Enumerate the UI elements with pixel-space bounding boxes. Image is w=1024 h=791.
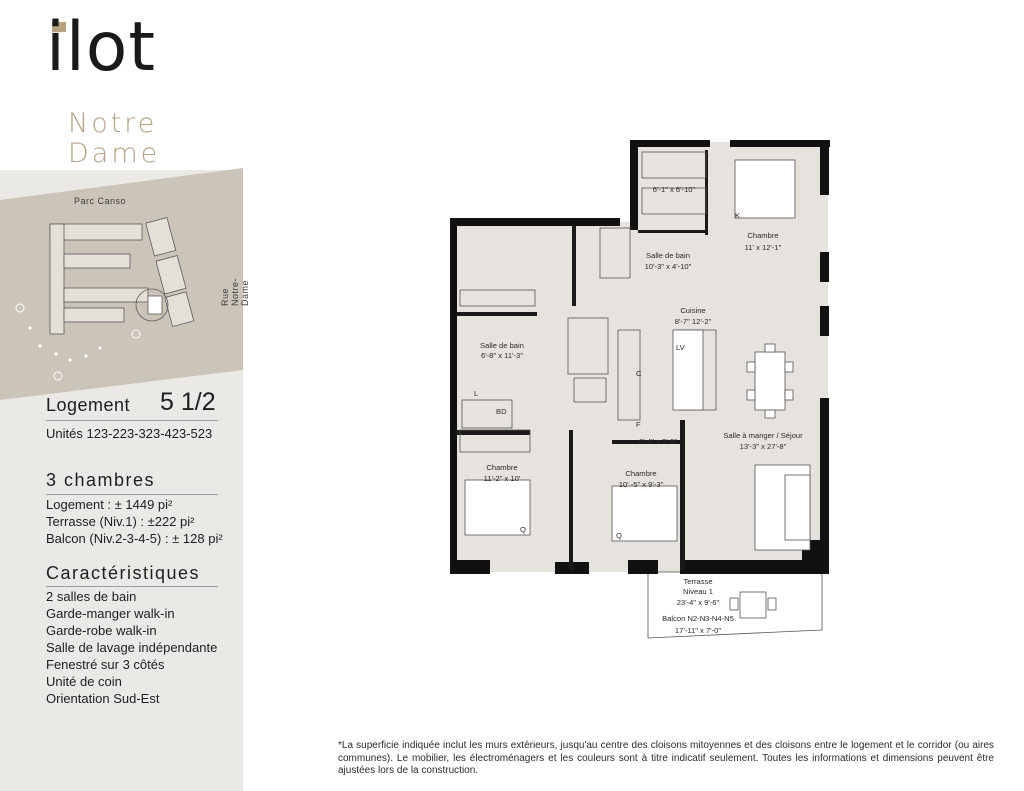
divider: [46, 420, 218, 421]
bath-main-dim: 10'-3" x 4'-10": [645, 262, 692, 271]
area-line: Balcon (Niv.2-3-4-5) : ± 128 pi²: [46, 531, 223, 546]
sofa: [754, 464, 811, 551]
logo-text: ilot: [46, 8, 157, 87]
walkin-dim: 6'-1" x 6'-10": [653, 185, 696, 194]
balcon-dim: 17'-11" x 7'-0": [675, 626, 721, 635]
terrasse-name: Terrasse: [683, 577, 712, 586]
chambre2-name: Chambre: [486, 463, 517, 472]
cuisine-name: Cuisine: [680, 306, 705, 315]
logo-subtitle-notre: Notre: [68, 108, 158, 139]
terrasse-dim: 23'-4" x 9'-6": [677, 598, 720, 607]
feature-item: 2 salles de bain: [46, 589, 137, 604]
park-label: Parc Canso: [74, 196, 127, 206]
unit-type: 5 1/2: [160, 388, 216, 416]
logo-subtitle-dame: Dame: [68, 138, 161, 169]
site-map: [0, 168, 243, 400]
feature-item: Salle de lavage indépendante: [46, 640, 218, 655]
unit-heading: Logement: [46, 395, 131, 415]
bd-label: BD: [496, 407, 507, 416]
chambre-main-name: Chambre: [747, 231, 778, 240]
cuisine-dim: 8'-7" 12'-2": [675, 317, 712, 326]
dining-table: [746, 343, 794, 419]
area-line: Logement : ± 1449 pi²: [46, 497, 173, 512]
c-label: C: [636, 369, 642, 378]
chambre-main-dim: 11' x 12'-1": [745, 243, 782, 252]
unit-numbers: Unités 123-223-323-423-523: [46, 426, 213, 441]
feature-item: Orientation Sud-Est: [46, 691, 160, 706]
terrasse-level: Niveau 1: [683, 587, 713, 596]
divider: [46, 494, 218, 495]
logo-accent: [52, 22, 66, 32]
kitchen-island: [672, 329, 704, 411]
bedrooms-heading: 3 chambres: [46, 470, 156, 490]
feature-item: Garde-robe walk-in: [46, 623, 157, 638]
l-label: L: [474, 389, 478, 398]
f-label: F: [636, 420, 641, 429]
feature-item: Fenestré sur 3 côtés: [46, 657, 165, 672]
bath2-name: Salle de bain: [480, 341, 524, 350]
floor-plan: 6'-1" x 6'-10" K Chambre 11' x 12'-1" Sa…: [450, 140, 830, 639]
chambre2-dim: 11'-2" x 10': [484, 474, 521, 483]
feature-item: Unité de coin: [46, 674, 122, 689]
bed-k-label: K: [735, 211, 740, 220]
area-line: Terrasse (Niv.1) : ±222 pi²: [46, 514, 195, 529]
divider: [46, 586, 218, 587]
bath-main-name: Salle de bain: [646, 251, 690, 260]
bed-q-label: Q: [520, 525, 526, 534]
sidebar: ilot Notre Dame: [0, 0, 250, 791]
logo-area: ilot Notre Dame: [0, 0, 243, 170]
balcon-name: Balcon N2-N3-N4-N5: [662, 614, 734, 623]
bath2-dim: 6'-8" x 11'-3": [481, 351, 523, 360]
street-label: Rue Notre-Dame: [220, 277, 250, 306]
feature-item: Garde-manger walk-in: [46, 606, 175, 621]
chambre3-name: Chambre: [625, 469, 656, 478]
terrace-table: [729, 591, 777, 619]
sam-name: Salle à manger / Séjour: [723, 431, 803, 440]
features-heading: Caractéristiques: [46, 563, 201, 583]
laundry-dim: 6'-4" x 2'-5": [639, 437, 678, 446]
bed: [464, 159, 796, 542]
lv-label: LV: [676, 343, 686, 352]
footnote: *La superficie indiquée inclut les murs …: [338, 740, 994, 776]
chambre3-dim: 10' -5" x 9'-3": [619, 480, 664, 489]
bed-q-label-2: Q: [616, 531, 622, 540]
sam-dim: 13'-3" x 27'-8": [740, 442, 787, 451]
